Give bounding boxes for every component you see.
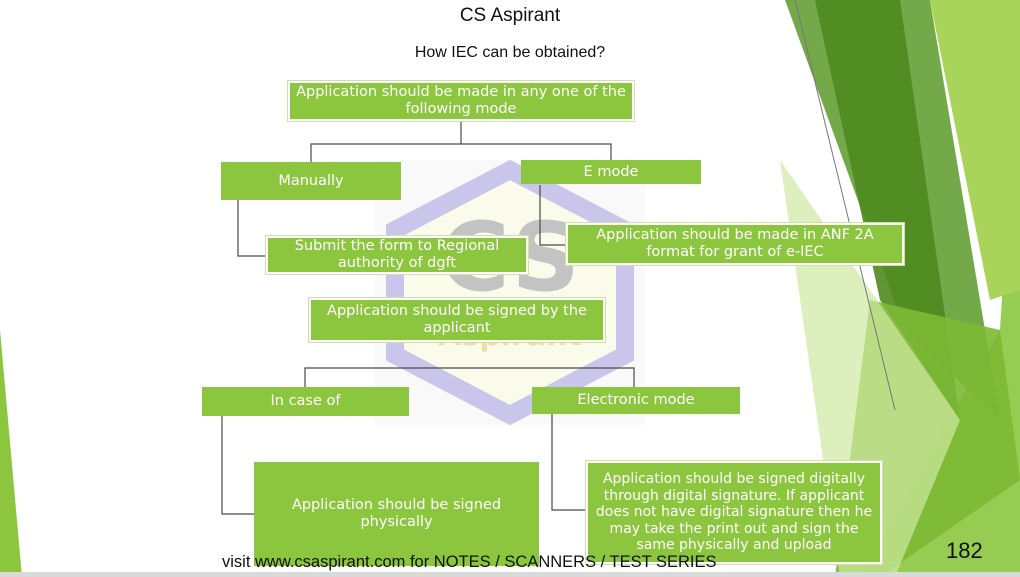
in-case-of-box: In case of [202,387,409,416]
anf2a-box: Application should be made in ANF 2A for… [566,223,904,265]
signed-by-applicant-box: Application should be signed by the appl… [309,298,605,342]
root-mode-box: Application should be made in any one of… [288,81,634,121]
page-title: CS Aspirant [459,5,561,26]
connector-incase-physical [221,416,254,515]
electronic-mode-box: Electronic mode [532,387,740,414]
page-number: 182 [946,538,983,563]
bottom-bar [0,572,1020,577]
page-subtitle: How IEC can be obtained? [414,44,606,61]
footer-text: visit www.csaspirant.com for NOTES / SCA… [222,553,717,571]
signed-digitally-box: Application should be signed digitally t… [586,461,882,564]
connector-emode-anf [539,185,566,246]
submit-form-box: Submit the form to Regional authority of… [266,236,528,274]
connector-manually-submit [237,200,266,257]
emode-box: E mode [521,160,701,184]
connector-electronic-digital [551,414,586,511]
signed-physically-box: Application should be signed physically [254,462,539,566]
manually-box: Manually [221,162,401,200]
connector-signed-split [304,367,635,387]
